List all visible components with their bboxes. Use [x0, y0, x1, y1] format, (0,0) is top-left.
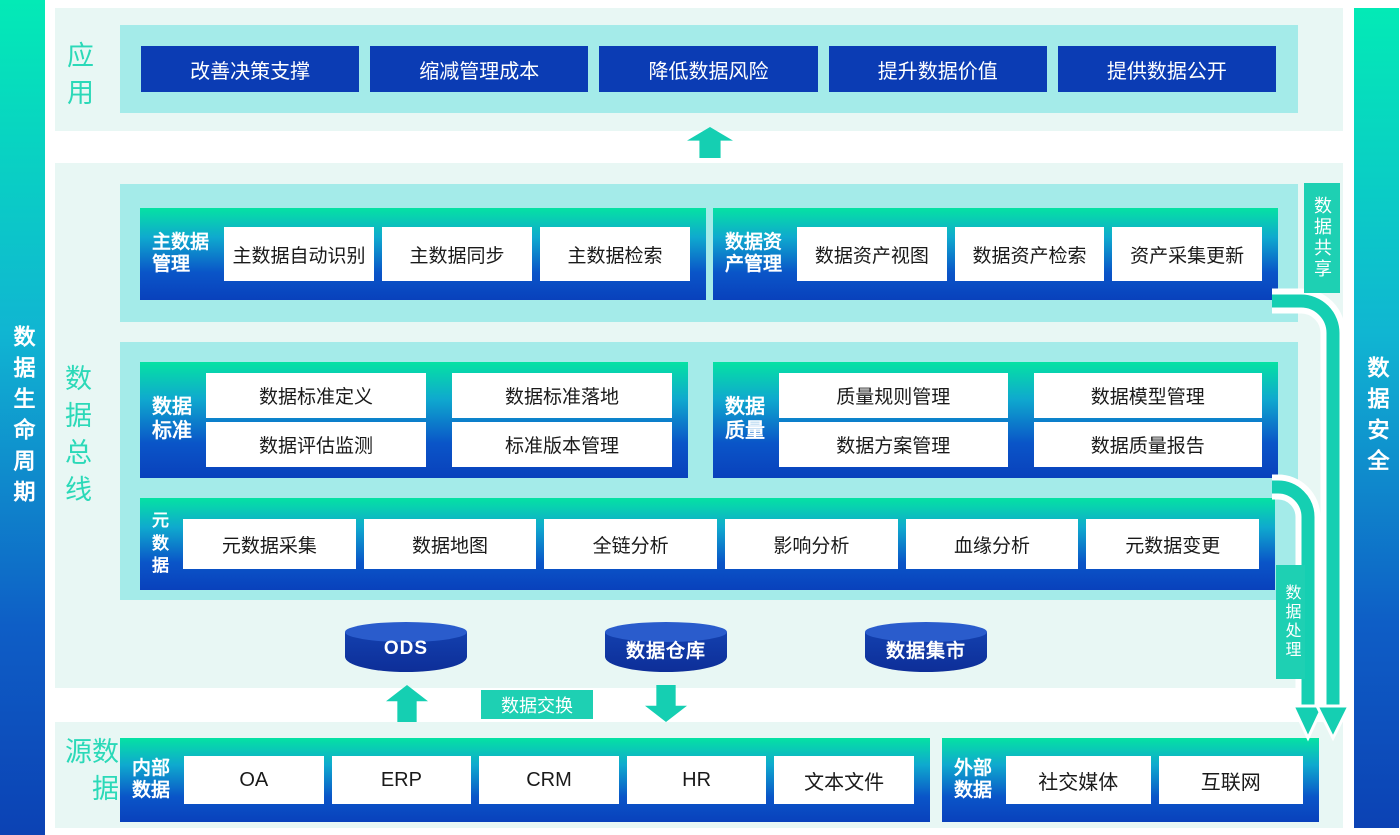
ods-cylinder: ODS — [345, 622, 467, 672]
separator-band-bottom — [55, 688, 1343, 722]
metadata-card-collect: 元数据采集 — [183, 519, 356, 569]
security-label: 数据安全 — [1364, 356, 1390, 480]
metadata-block: 元数据 元数据采集 数据地图 全链分析 影响分析 血缘分析 元数据变更 — [140, 498, 1275, 590]
metadata-card-map: 数据地图 — [363, 519, 537, 569]
external-data-label: 外部数据 — [954, 757, 993, 801]
data-share-flow-text: 数据共享 — [1312, 196, 1332, 280]
source-card-crm: CRM — [479, 756, 619, 804]
app-box-open-data: 提供数据公开 — [1057, 46, 1277, 92]
metadata-card-change: 元数据变更 — [1086, 519, 1260, 569]
data-quality-label: 数据质量 — [725, 396, 765, 442]
master-card-search: 主数据检索 — [540, 227, 690, 281]
standard-card-version: 标准版本管理 — [452, 422, 672, 467]
quality-card-model: 数据模型管理 — [1033, 373, 1262, 418]
application-container: 改善决策支撑 缩减管理成本 降低数据风险 提升数据价值 提供数据公开 — [120, 25, 1298, 113]
data-quality-block: 数据质量 质量规则管理 数据模型管理 数据方案管理 数据质量报告 — [713, 362, 1278, 478]
metadata-card-lineage: 血缘分析 — [905, 519, 1079, 569]
master-card-sync: 主数据同步 — [382, 227, 532, 281]
data-mart-label: 数据集市 — [885, 640, 966, 662]
source-card-text-file: 文本文件 — [774, 756, 914, 804]
source-card-hr: HR — [626, 756, 767, 804]
quality-card-plan: 数据方案管理 — [779, 422, 1008, 467]
app-box-decision-support: 改善决策支撑 — [141, 46, 360, 92]
application-section-label: 应用 — [63, 41, 93, 115]
data-warehouse-cylinder: 数据仓库 — [605, 622, 727, 672]
data-standard-block: 数据标准 数据标准定义 数据标准落地 数据评估监测 标准版本管理 — [140, 362, 688, 478]
data-asset-block: 数据资产管理 数据资产视图 数据资产检索 资产采集更新 — [713, 208, 1278, 300]
master-card-auto-identify: 主数据自动识别 — [224, 227, 374, 281]
metadata-card-full-chain: 全链分析 — [544, 519, 718, 569]
asset-card-collect-update: 资产采集更新 — [1112, 227, 1263, 281]
data-standard-label: 数据标准 — [152, 396, 192, 442]
app-box-increase-value: 提升数据价值 — [828, 46, 1047, 92]
data-share-flow-label: 数据共享 — [1304, 183, 1340, 293]
app-box-reduce-risk: 降低数据风险 — [599, 46, 818, 92]
standard-card-definition: 数据标准定义 — [206, 373, 426, 418]
data-process-flow-text: 数据处理 — [1282, 584, 1300, 660]
data-warehouse-label: 数据仓库 — [625, 640, 706, 662]
master-data-label: 主数据管理 — [152, 231, 210, 275]
data-mart-cylinder: 数据集市 — [865, 622, 987, 672]
standard-card-assessment: 数据评估监测 — [206, 422, 426, 467]
ods-cylinder-label: ODS — [383, 638, 429, 659]
external-data-block: 外部数据 社交媒体 互联网 — [942, 738, 1319, 822]
source-card-social-media: 社交媒体 — [1006, 756, 1151, 804]
metadata-label: 元数据 — [152, 510, 169, 576]
standard-card-implementation: 数据标准落地 — [452, 373, 672, 418]
master-data-block: 主数据管理 主数据自动识别 主数据同步 主数据检索 — [140, 208, 706, 300]
data-process-flow-label: 数据处理 — [1276, 565, 1305, 679]
data-bus-section-label: 数据总线 — [61, 364, 91, 512]
asset-card-view: 数据资产视图 — [797, 227, 947, 281]
app-box-reduce-cost: 缩减管理成本 — [370, 46, 589, 92]
data-asset-label: 数据资产管理 — [725, 231, 783, 275]
source-card-internet: 互联网 — [1158, 756, 1303, 804]
lifecycle-label: 数据生命周期 — [10, 324, 36, 511]
internal-data-block: 内部数据 OA ERP CRM HR 文本文件 — [120, 738, 930, 822]
internal-data-label: 内部数据 — [132, 757, 171, 801]
data-source-section-label: 数据源 — [61, 737, 118, 811]
left-lifecycle-bar: 数据生命周期 — [0, 0, 45, 835]
source-card-oa: OA — [184, 756, 324, 804]
quality-card-rules: 质量规则管理 — [779, 373, 1008, 418]
data-exchange-badge: 数据交换 — [481, 690, 593, 719]
right-security-bar: 数据安全 — [1354, 8, 1399, 828]
asset-card-search: 数据资产检索 — [954, 227, 1105, 281]
source-card-erp: ERP — [331, 756, 472, 804]
metadata-card-impact: 影响分析 — [725, 519, 898, 569]
quality-card-report: 数据质量报告 — [1033, 422, 1262, 467]
